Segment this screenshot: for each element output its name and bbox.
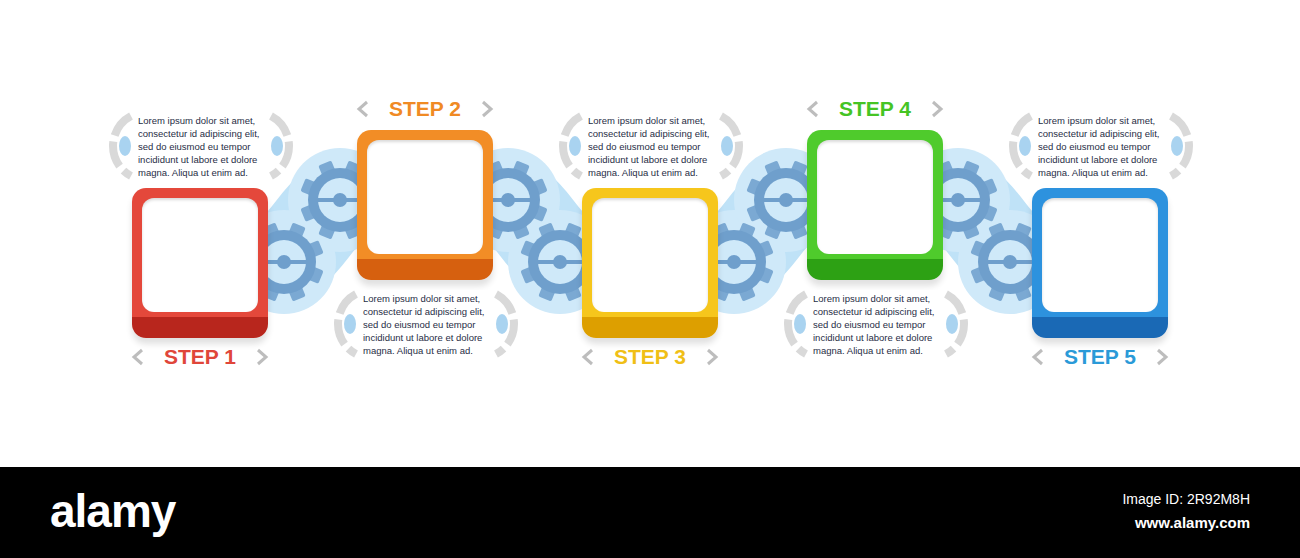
bracket-dot xyxy=(1171,136,1183,156)
blank-panel xyxy=(1042,198,1158,312)
bracket-arc xyxy=(271,116,289,176)
watermark-url: www.alamy.com xyxy=(1135,514,1250,531)
bracket-arc xyxy=(946,294,964,354)
step-box: STEP 5 xyxy=(1032,188,1168,338)
chevron-group xyxy=(134,102,1166,364)
bracket-dot xyxy=(496,314,508,334)
chevron xyxy=(483,102,491,116)
bracket-dot xyxy=(794,314,806,334)
step-heading: STEP 4 xyxy=(787,97,963,121)
bracket-arc xyxy=(1013,116,1031,176)
chevron xyxy=(1034,350,1042,364)
description-text: Lorem ipsum dolor sit amet, consectetur … xyxy=(586,112,716,181)
watermark-logo: alamy xyxy=(50,484,175,538)
bracket-arc xyxy=(113,116,131,176)
bracket-arc xyxy=(338,294,356,354)
step-box: STEP 1 xyxy=(132,188,268,338)
bracket-dot xyxy=(569,136,581,156)
bracket-dot xyxy=(344,314,356,334)
description-text: Lorem ipsum dolor sit amet, consectetur … xyxy=(361,290,491,359)
bracket-dot xyxy=(946,314,958,334)
step-heading: STEP 5 xyxy=(1012,345,1188,369)
description-text: Lorem ipsum dolor sit amet, consectetur … xyxy=(811,290,941,359)
blank-panel xyxy=(817,140,933,254)
bracket-dot xyxy=(721,136,733,156)
step-box: STEP 2 xyxy=(357,130,493,280)
bracket-arc xyxy=(563,116,581,176)
bracket-dot xyxy=(119,136,131,156)
step-box: STEP 3 xyxy=(582,188,718,338)
step-box: STEP 4 xyxy=(807,130,943,280)
description-text: Lorem ipsum dolor sit amet, consectetur … xyxy=(1036,112,1166,181)
chevron xyxy=(933,102,941,116)
bracket-arc xyxy=(496,294,514,354)
chevron xyxy=(359,102,367,116)
blank-panel xyxy=(367,140,483,254)
description-text: Lorem ipsum dolor sit amet, consectetur … xyxy=(136,112,266,181)
blank-panel xyxy=(142,198,258,312)
chevron xyxy=(708,350,716,364)
bracket-arc xyxy=(1171,116,1189,176)
chevron xyxy=(1158,350,1166,364)
blank-panel xyxy=(592,198,708,312)
bracket-arc xyxy=(788,294,806,354)
chevron xyxy=(258,350,266,364)
chevron xyxy=(809,102,817,116)
bracket-dot xyxy=(1019,136,1031,156)
bracket-arc xyxy=(721,116,739,176)
step-heading: STEP 3 xyxy=(562,345,738,369)
chevron xyxy=(134,350,142,364)
bracket-dot xyxy=(271,136,283,156)
step-heading: STEP 1 xyxy=(112,345,288,369)
step-heading: STEP 2 xyxy=(337,97,513,121)
chevron xyxy=(584,350,592,364)
watermark-bar xyxy=(0,467,1300,558)
watermark-id: Image ID: 2R92M8H xyxy=(1122,491,1250,507)
